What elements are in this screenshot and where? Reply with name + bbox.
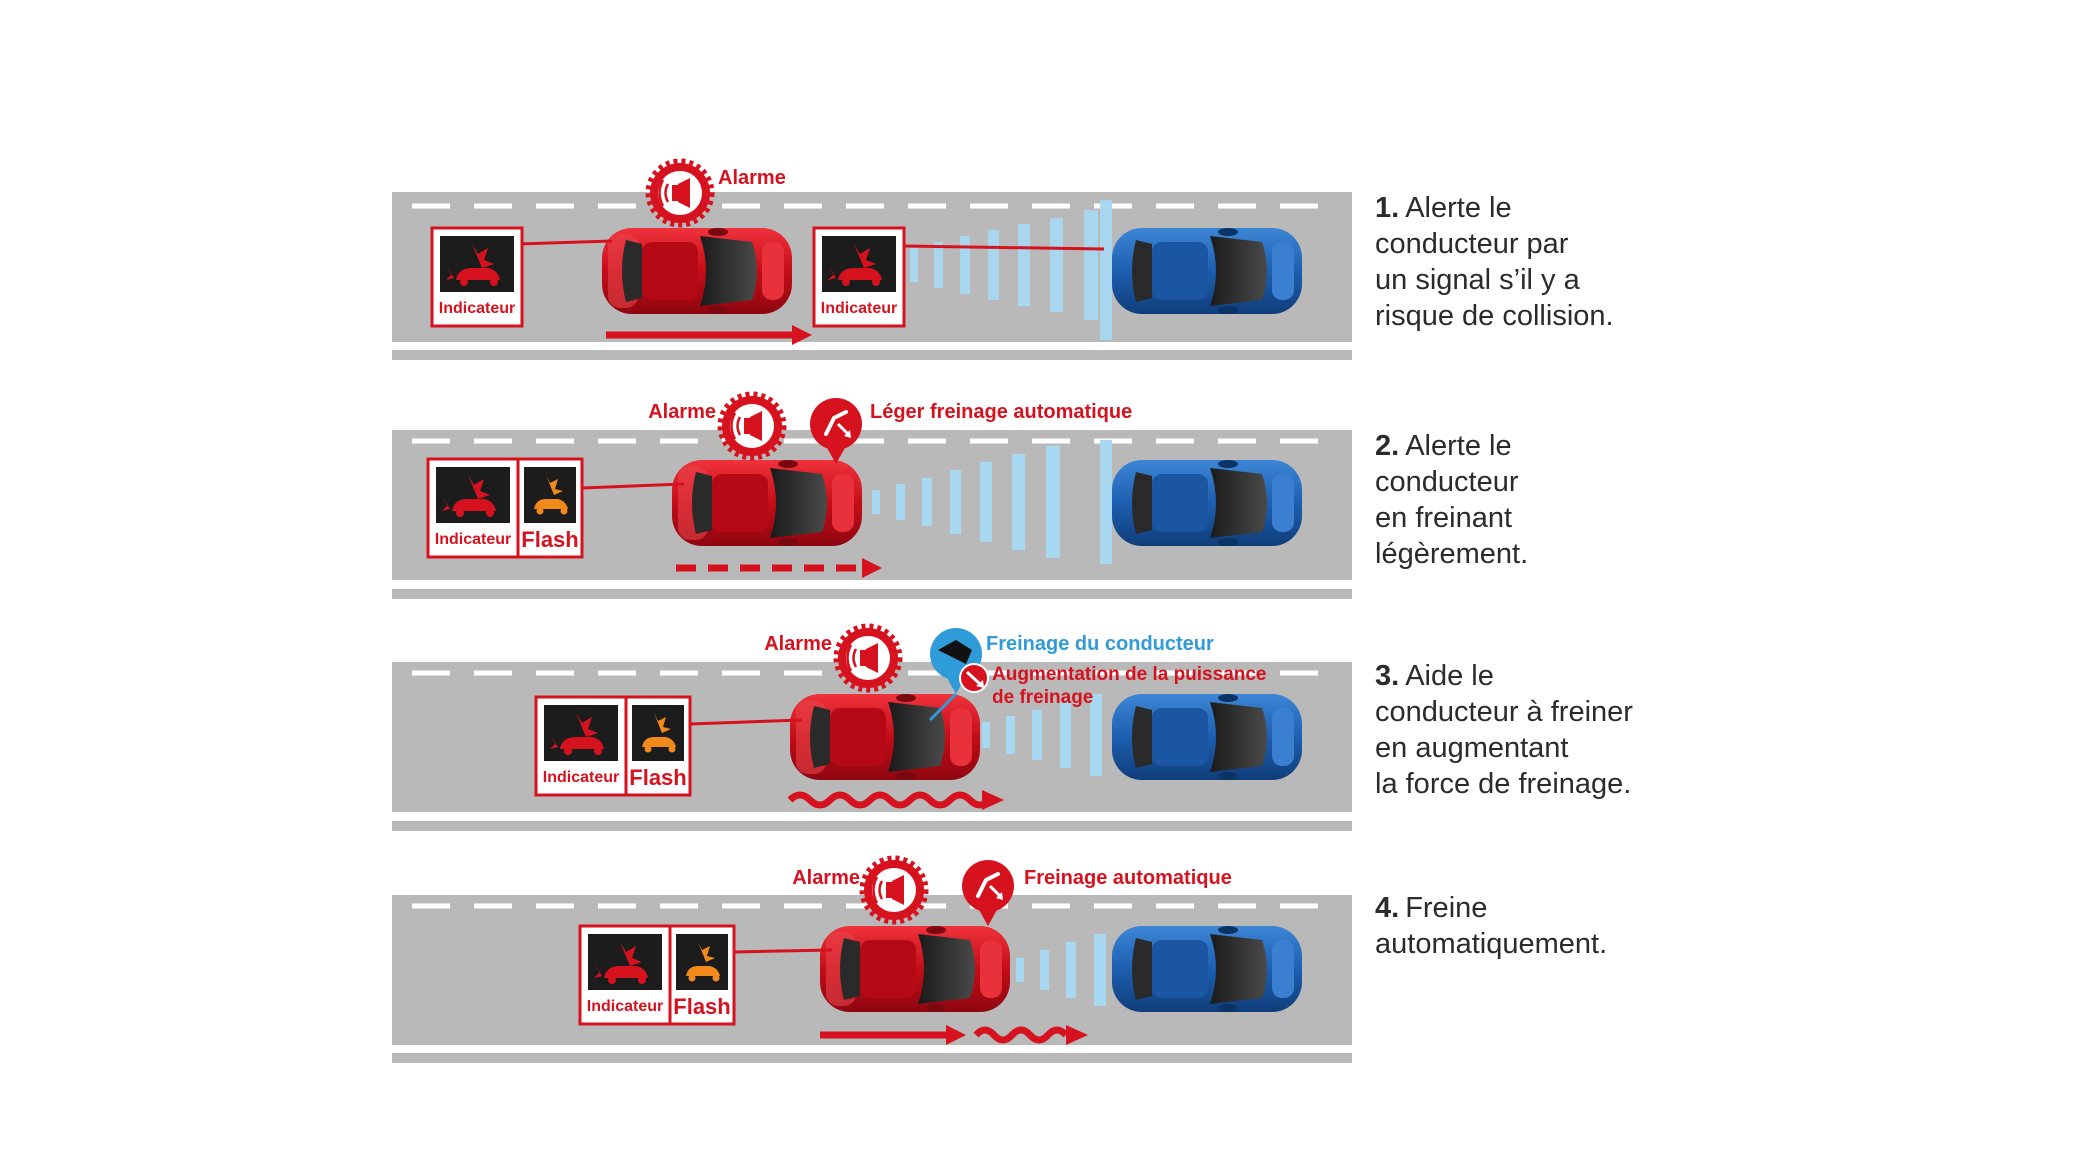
- radar-waves: [872, 440, 1112, 564]
- power-boost-icon: [959, 663, 989, 693]
- target-car: [1112, 228, 1302, 314]
- indicator-label: Indicateur: [587, 998, 663, 1015]
- scenario-3: Indicateur Flash Alarme Freinage du cond…: [392, 626, 1352, 831]
- boost-label-line2: de freinage: [992, 687, 1093, 708]
- indicator-label: Indicateur: [543, 769, 619, 786]
- step-number: 4.: [1375, 892, 1400, 924]
- caption-line: en augmentant: [1375, 732, 1569, 764]
- caption-1: 1.Alerte le conducteur par un signal s’i…: [1375, 190, 1895, 334]
- caption-3: 3.Aide le conducteur à freiner en augmen…: [1375, 658, 1895, 802]
- caption-line: automatiquement.: [1375, 928, 1608, 960]
- caption-line: la force de freinage.: [1375, 768, 1632, 800]
- ego-car: [790, 694, 980, 780]
- caption-line: Freine: [1405, 892, 1488, 924]
- caption-line: Alerte le: [1405, 430, 1512, 462]
- flash-label: Flash: [629, 765, 686, 790]
- caption-line: conducteur à freiner: [1375, 696, 1633, 728]
- radar-waves: [982, 694, 1102, 776]
- alarm-label: Alarme: [792, 867, 860, 889]
- radar-waves: [1016, 934, 1106, 1006]
- caption-line: légèrement.: [1375, 538, 1529, 570]
- ego-car: [602, 228, 792, 314]
- caption-2: 2.Alerte le conducteur en freinant légèr…: [1375, 428, 1895, 572]
- scenario-2: Indicateur Flash Alarme Léger freinage a…: [392, 394, 1352, 599]
- radar-waves: [910, 200, 1112, 340]
- scenario-4: Indicateur Flash Alarme Freinage automat…: [392, 858, 1352, 1063]
- target-car: [1112, 460, 1302, 546]
- alarm-label: Alarme: [764, 633, 832, 655]
- caption-line: Alerte le: [1405, 192, 1512, 224]
- caption-4: 4.Freine automatiquement.: [1375, 890, 1895, 962]
- caption-line: un signal s’il y a: [1375, 264, 1580, 296]
- boost-label-line1: Augmentation de la puissance: [992, 664, 1267, 685]
- driver-brake-label: Freinage du conducteur: [986, 633, 1214, 655]
- ego-car: [820, 926, 1010, 1012]
- indicator-label: Indicateur: [435, 531, 511, 548]
- flash-label: Flash: [521, 527, 578, 552]
- brake-label: Léger freinage automatique: [870, 401, 1132, 423]
- scenario-1: Indicateur Indicateur Alarme: [392, 161, 1352, 360]
- caption-line: conducteur par: [1375, 228, 1569, 260]
- alarm-icon: [836, 626, 900, 690]
- alarm-icon: [720, 394, 784, 458]
- target-car: [1112, 694, 1302, 780]
- alarm-label: Alarme: [718, 167, 786, 189]
- caption-line: conducteur: [1375, 466, 1519, 498]
- caption-line: risque de collision.: [1375, 300, 1614, 332]
- indicator-label: Indicateur: [439, 300, 515, 317]
- step-number: 1.: [1375, 192, 1400, 224]
- step-number: 2.: [1375, 430, 1400, 462]
- flash-label: Flash: [673, 994, 730, 1019]
- ego-car: [672, 460, 862, 546]
- step-number: 3.: [1375, 660, 1400, 692]
- brake-label: Freinage automatique: [1024, 867, 1232, 889]
- caption-line: Aide le: [1405, 660, 1494, 692]
- alarm-icon: [648, 161, 712, 225]
- alarm-label: Alarme: [648, 401, 716, 423]
- target-car: [1112, 926, 1302, 1012]
- indicator-label: Indicateur: [821, 300, 897, 317]
- alarm-icon: [862, 858, 926, 922]
- caption-line: en freinant: [1375, 502, 1513, 534]
